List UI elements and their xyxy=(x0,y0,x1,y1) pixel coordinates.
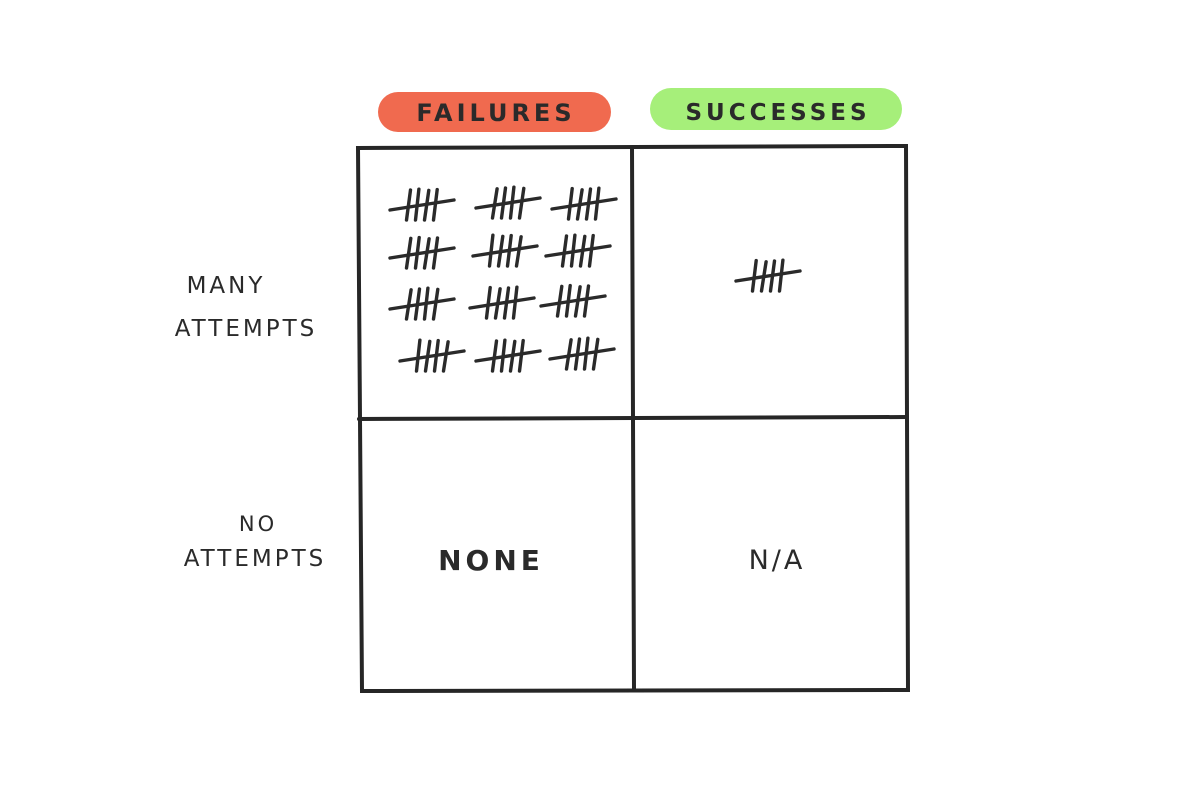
many-attempts-label: ATTEMPTS xyxy=(175,316,318,342)
grid-outer-border xyxy=(355,143,911,694)
tally-cross-stroke xyxy=(388,246,456,260)
tally-stroke xyxy=(587,233,595,268)
grid-horizontal-divider xyxy=(357,415,909,421)
header-failures: FAILURES xyxy=(378,92,611,132)
tally-cross-stroke xyxy=(474,349,542,363)
tally-cross-stroke xyxy=(550,197,618,211)
tally-stroke xyxy=(441,340,450,373)
tally-stroke xyxy=(517,186,526,220)
tally-cross-stroke xyxy=(548,347,616,361)
tally-group xyxy=(548,336,616,371)
matrix-grid xyxy=(355,143,911,694)
tally-cross-stroke xyxy=(471,244,539,258)
tally-cross-stroke xyxy=(388,198,456,212)
tally-group xyxy=(474,338,542,373)
tally-stroke xyxy=(490,339,499,373)
tally-stroke xyxy=(514,235,523,268)
tally-stroke xyxy=(484,285,492,320)
row-label-no-attempts: NO ATTEMPTS xyxy=(184,512,327,572)
tally-stroke xyxy=(582,284,591,318)
tally-stroke xyxy=(404,236,413,270)
tally-stroke xyxy=(750,258,758,293)
tally-stroke xyxy=(566,186,574,221)
successes-highlight-pill xyxy=(650,88,902,130)
none-failures-text: NONE xyxy=(438,544,544,577)
tally-cross-stroke xyxy=(468,296,536,310)
tally-cross-stroke xyxy=(474,196,542,210)
tally-cross-stroke xyxy=(539,294,607,308)
tally-group xyxy=(544,233,612,268)
no-label: NO xyxy=(239,512,277,536)
tally-group xyxy=(398,338,466,373)
failures-label: FAILURES xyxy=(416,99,575,127)
many-failures-tally-marks xyxy=(388,185,618,373)
tally-group xyxy=(550,186,618,221)
tally-stroke xyxy=(517,338,525,373)
row-label-many-attempts: MANY ATTEMPTS xyxy=(175,273,318,342)
tally-cross-stroke xyxy=(388,297,456,311)
tally-stroke xyxy=(431,287,440,321)
many-label: MANY xyxy=(187,273,266,299)
no-attempts-label: ATTEMPTS xyxy=(184,546,327,572)
failures-highlight-pill xyxy=(378,92,611,132)
tally-group xyxy=(539,283,607,318)
tally-group xyxy=(474,185,542,220)
tally-group xyxy=(471,233,539,268)
tally-group xyxy=(388,286,456,321)
tally-stroke xyxy=(431,236,440,270)
tally-stroke xyxy=(591,337,600,371)
tally-cross-stroke xyxy=(398,349,466,363)
many-successes-tally-marks xyxy=(734,258,802,293)
tally-stroke xyxy=(404,188,413,222)
none-successes-text: N/A xyxy=(749,545,806,576)
tally-group xyxy=(388,187,456,222)
tally-stroke xyxy=(555,284,564,318)
tally-group xyxy=(734,258,802,293)
tally-stroke xyxy=(431,187,439,222)
header-successes: SUCCESSES xyxy=(650,88,902,130)
tally-group xyxy=(388,235,456,270)
tally-stroke xyxy=(560,234,569,268)
tally-cross-stroke xyxy=(734,269,802,283)
tally-stroke xyxy=(414,338,422,373)
successes-label: SUCCESSES xyxy=(685,100,870,126)
tally-cross-stroke xyxy=(544,244,612,258)
tally-group xyxy=(468,285,536,320)
tally-stroke xyxy=(487,233,495,268)
